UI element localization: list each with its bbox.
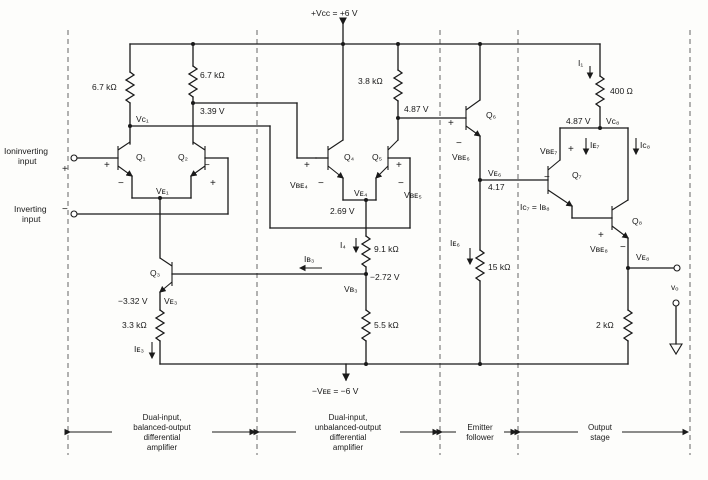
current-arrows (148, 66, 640, 360)
vcc-label: +Vᴄᴄ = +6 V (311, 8, 358, 18)
vee-label: −Vᴇᴇ = −6 V (312, 386, 359, 396)
vee-rail (159, 362, 629, 382)
svg-text:+: + (598, 230, 604, 241)
svg-text:−: − (456, 138, 462, 149)
section-4-line-1: Output (588, 423, 613, 432)
v417-label: 4.17 (488, 182, 505, 192)
svg-text:−: − (62, 204, 68, 215)
stage-3-wires (465, 43, 549, 365)
noninverting-input-label-1: Ioninverting (4, 146, 48, 156)
stage-4-wires (547, 43, 683, 365)
r91-label: 9.1 kΩ (374, 244, 399, 254)
svg-text:+: + (210, 178, 216, 189)
svg-text:−: − (544, 172, 550, 183)
stage-1-wires (77, 43, 317, 259)
re3-label: 3.3 kΩ (122, 320, 147, 330)
section-4-line-2: stage (590, 433, 610, 442)
svg-text:+: + (62, 164, 68, 175)
section-3-line-2: follower (466, 433, 494, 442)
ve1-label: Vᴇ₁ (156, 186, 169, 196)
vbe6-label: Vʙᴇ₆ (452, 152, 470, 162)
vbe5-label: Vʙᴇ₅ (404, 190, 422, 200)
ve6-label: Vᴇ₆ (488, 168, 501, 178)
r15-label: 15 kΩ (488, 262, 510, 272)
vm332-label: −3.32 V (118, 296, 148, 306)
ve8-label: Vᴇ₈ (636, 252, 650, 262)
stage-2-wires (269, 43, 467, 365)
q2-label: Q₂ (178, 152, 188, 162)
q6-label: Q₆ (486, 110, 496, 120)
vbe4-label: Vʙᴇ₄ (290, 180, 308, 190)
labels: +Vᴄᴄ = +6 V −Vᴇᴇ = −6 V Ioninverting inp… (4, 8, 678, 396)
svg-text:−: − (620, 242, 626, 253)
svg-text:+: + (448, 118, 454, 129)
svg-text:+: + (304, 160, 310, 171)
noninverting-input-label-2: input (18, 156, 37, 166)
section-2-line-4: amplifier (333, 443, 364, 452)
ve4-label: Vᴇ₄ (354, 188, 368, 198)
output-terminals[interactable] (672, 264, 681, 307)
section-2-line-1: Dual-input, (329, 413, 368, 422)
section-1-line-2: balanced-output (133, 423, 191, 432)
section-labels: Dual-input, balanced-output differential… (64, 412, 690, 462)
vb3-label: Vʙ₃ (344, 284, 358, 294)
vcc-rail (129, 17, 601, 46)
section-2-line-3: differential (330, 433, 367, 442)
i4-label: I₄ (340, 240, 346, 250)
ve3-label: Vᴇ₃ (164, 296, 177, 306)
inverting-input-label-2: input (22, 214, 41, 224)
ic8-label: Iᴄ₈ (640, 140, 651, 150)
section-1-line-4: amplifier (147, 443, 178, 452)
rc1-label: 6.7 kΩ (92, 82, 117, 92)
section-1-line-1: Dual-input, (143, 413, 182, 422)
vbe7-label: Vʙᴇ₇ (540, 146, 557, 156)
v487b-label: 4.87 V (566, 116, 591, 126)
vbe8-label: Vʙᴇ₈ (590, 244, 608, 254)
svg-text:+: + (104, 160, 110, 171)
svg-text:−: − (318, 178, 324, 189)
ie6-label: Iᴇ₆ (450, 238, 460, 248)
q7-label: Q₇ (572, 170, 582, 180)
svg-text:+: + (568, 144, 574, 155)
v269-label: 2.69 V (330, 206, 355, 216)
inverting-input-label-1: Inverting (14, 204, 47, 214)
q4-label: Q₄ (344, 152, 355, 162)
ie7-label: Iᴇ₇ (590, 140, 600, 150)
svg-text:−: − (204, 160, 210, 171)
section-3-line-1: Emitter (467, 423, 493, 432)
svg-text:−: − (118, 178, 124, 189)
vm272-label: −2.72 V (370, 272, 400, 282)
q8-label: Q₈ (632, 216, 643, 226)
r2-label: 2 kΩ (596, 320, 614, 330)
vc1-label: Vᴄ₁ (136, 114, 149, 124)
rc5-label: 3.8 kΩ (358, 76, 383, 86)
r400-label: 400 Ω (610, 86, 633, 96)
q5-label: Q₅ (372, 152, 382, 162)
section-dividers (67, 30, 691, 455)
section-2-line-2: unbalanced-output (315, 423, 382, 432)
svg-text:+: + (396, 160, 402, 171)
section-1-line-3: differential (144, 433, 181, 442)
ic7eq-label: Iᴄ₇ = Iʙ₈ (520, 202, 550, 212)
q3-label: Q₃ (150, 268, 160, 278)
i1-label: I₁ (578, 58, 583, 68)
q1-label: Q₁ (136, 152, 146, 162)
ib3-label: Iʙ₃ (304, 254, 314, 264)
rc2-label: 6.7 kΩ (200, 70, 225, 80)
r55-label: 5.5 kΩ (374, 320, 399, 330)
vo-label: vₒ (671, 282, 678, 292)
input-terminals[interactable] (70, 154, 78, 218)
ie3-label: Iᴇ₃ (134, 344, 144, 354)
polarity-signs: + − + − + − + − + − + − + − + − (62, 118, 626, 253)
stage-1-current-source (154, 257, 368, 365)
svg-text:−: − (398, 178, 404, 189)
v339-label: 3.39 V (200, 106, 225, 116)
vc8-label: Vᴄ₈ (606, 116, 620, 126)
v487-label: 4.87 V (404, 104, 429, 114)
